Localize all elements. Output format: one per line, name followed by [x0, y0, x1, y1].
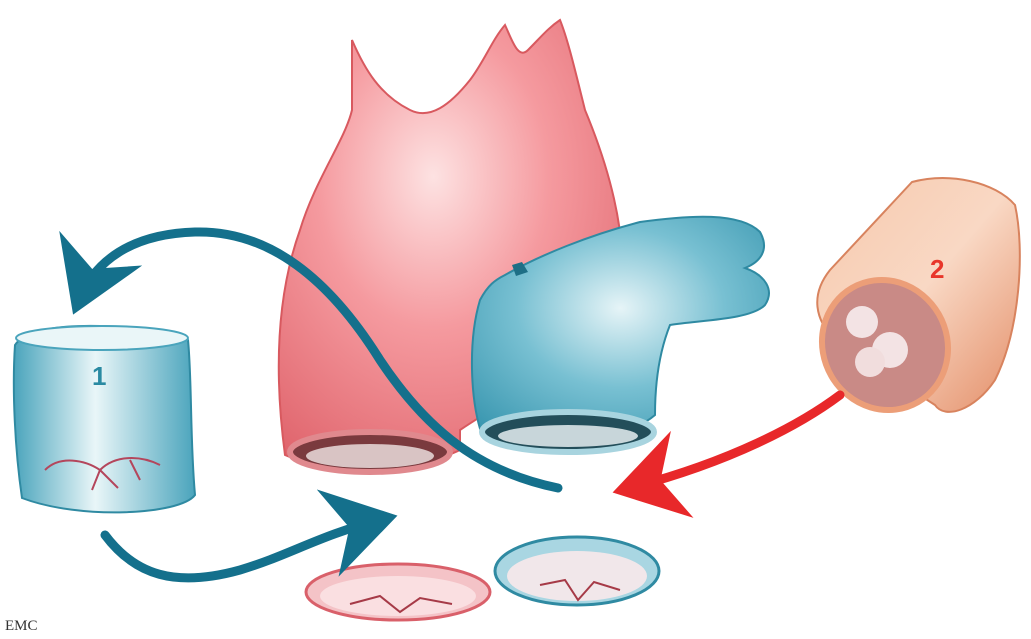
pulmonary-autograft: 1 — [14, 326, 195, 513]
excised-valve-blue — [495, 537, 659, 605]
aortic-homograft: 2 — [798, 178, 1020, 433]
homograft-label: 2 — [930, 254, 944, 284]
arrow-homograft-implant — [630, 395, 840, 488]
autograft-label: 1 — [92, 361, 106, 391]
artist-signature: EMC — [5, 618, 38, 634]
excised-valve-pink — [306, 564, 490, 620]
